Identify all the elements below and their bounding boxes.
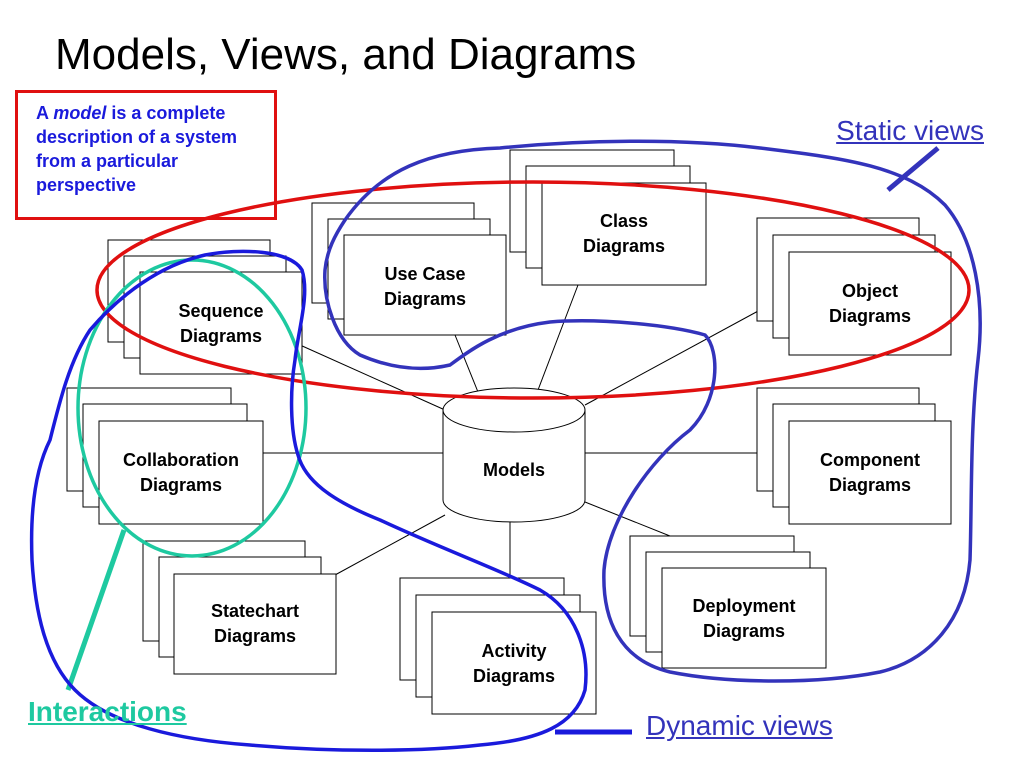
models-label: Models [483,460,545,480]
deployment-label-1: Deployment [692,596,795,616]
diagram-stack-class [509,149,707,286]
class-label-2: Diagrams [583,236,665,256]
diagram-stack-statechart [142,540,337,675]
connector-object [584,309,761,406]
connector-use-case [454,334,479,393]
model-definition-ellipse [95,180,971,400]
static-views-label: Static views [836,115,984,146]
slide-title: Models, Views, and Diagrams [55,30,637,79]
collaboration-label-1: Collaboration [123,450,239,470]
collaboration-label-2: Diagrams [140,475,222,495]
definition-emphasis: model [53,103,107,123]
deployment-label-2: Diagrams [703,621,785,641]
connectors [262,284,761,580]
dynamic-views-loop [29,249,588,752]
diagram-stack-sequence [107,239,303,375]
component-label-1: Component [820,450,920,470]
statechart-label-1: Statechart [211,601,299,621]
connector-sequence [299,344,446,411]
definition-rest: is a complete description of a system fr… [36,103,238,195]
models-cylinder [442,387,586,523]
statechart-label-2: Diagrams [214,626,296,646]
diagram-stack-collaboration [66,387,264,525]
diagram-stack-deployment [629,535,827,669]
class-label-1: Class [600,211,648,231]
connector-deployment [579,499,681,541]
activity-label-2: Diagrams [473,666,555,686]
use-case-label-1: Use Case [384,264,465,284]
sequence-label-2: Diagrams [180,326,262,346]
diagram-stack-use-case [311,202,507,336]
connector-statechart [334,514,446,576]
static-views-loop [323,139,982,683]
sequence-label-1: Sequence [178,301,263,321]
diagram-stack-object [756,217,952,356]
static-views-pointer [886,146,940,192]
model-definition-box: A model is a complete description of a s… [15,90,277,220]
diagram-stack-component [756,387,952,525]
use-case-label-2: Diagrams [384,289,466,309]
diagram-stack-activity [399,577,597,715]
connector-class [537,284,579,391]
object-label-1: Object [842,281,898,301]
definition-prefix: A [36,103,54,123]
dynamic-views-label: Dynamic views [646,710,833,741]
component-label-2: Diagrams [829,475,911,495]
activity-label-1: Activity [481,641,546,661]
object-label-2: Diagrams [829,306,911,326]
interactions-pointer [65,529,127,691]
interactions-label: Interactions [28,696,187,727]
